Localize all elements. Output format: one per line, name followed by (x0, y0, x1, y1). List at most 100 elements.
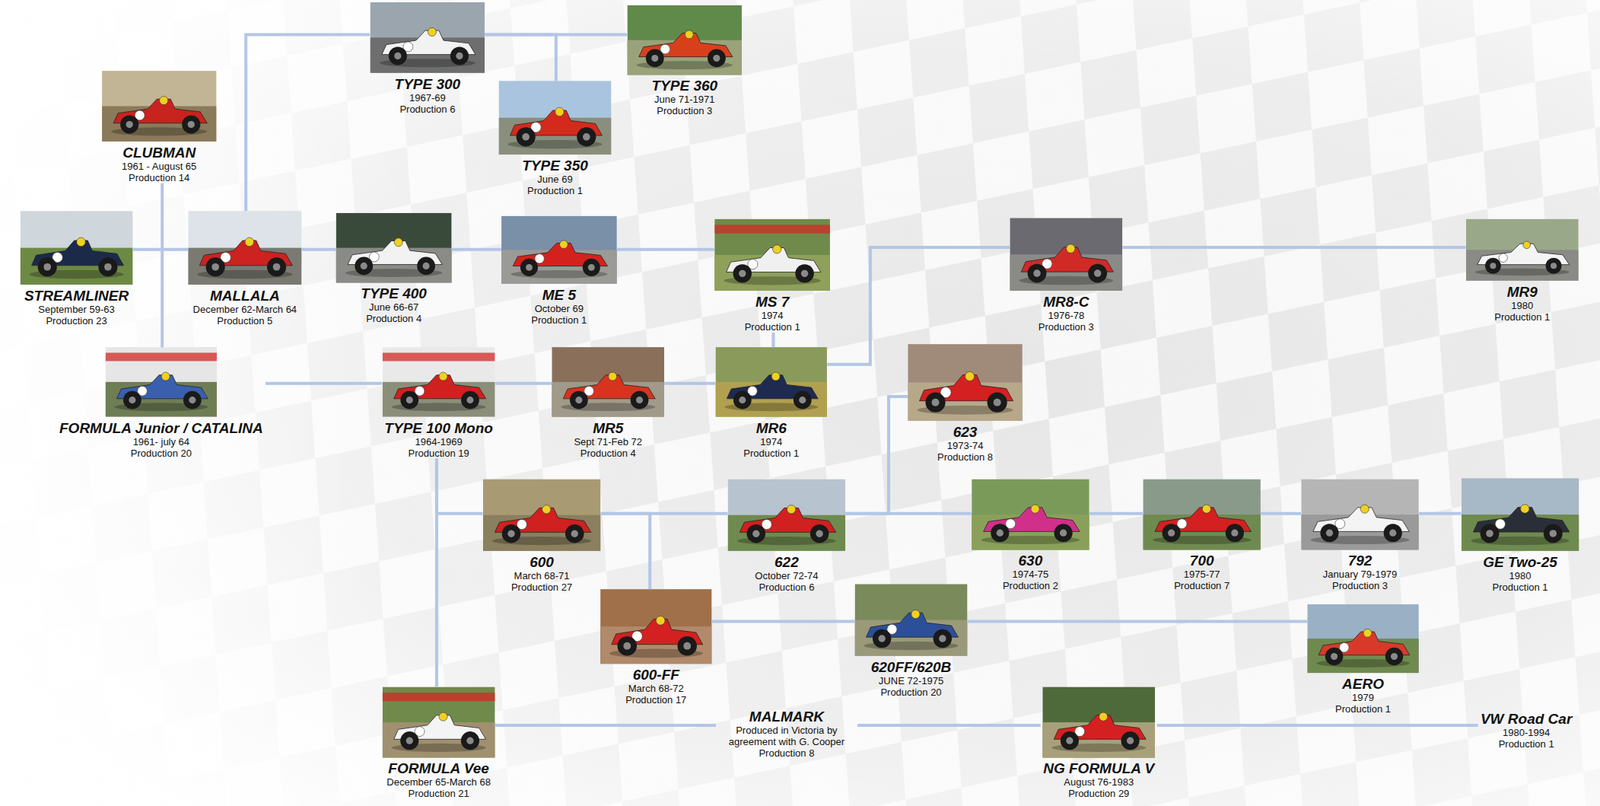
wheel-hub (187, 120, 195, 128)
wheel-hub (1126, 737, 1134, 745)
lineage-line (771, 332, 775, 347)
driver-helmet (684, 30, 694, 39)
wheel-hub (1059, 529, 1067, 537)
driver-helmet (1363, 628, 1372, 637)
lineage-line (1122, 245, 1466, 249)
number-roundel (534, 254, 544, 264)
car-node: TYPE 350June 69Production 1 (499, 80, 612, 197)
car-years: 1973-74 (907, 439, 1023, 452)
wheel-hub (394, 52, 401, 60)
driver-helmet (772, 244, 782, 254)
car-name: TYPE 300 (369, 76, 485, 93)
car-wheel (1320, 523, 1339, 542)
car-wheel (38, 257, 58, 277)
wheel-hub (406, 396, 414, 404)
photo-background (370, 2, 485, 74)
car-wheel (933, 629, 952, 648)
car-wheel (565, 524, 584, 543)
car-production: Production 1 (499, 184, 612, 197)
wheel-hub (1094, 269, 1102, 277)
car-wheel (630, 391, 649, 410)
car-name: MALLALA (187, 287, 302, 304)
car-production: Production 20 (855, 686, 968, 698)
car-wheel (98, 257, 118, 277)
car-wheel (1485, 257, 1502, 274)
car-node: FORMULA VeeDecember 65-March 68Productio… (382, 687, 496, 800)
car-name: STREAMLINER (20, 287, 134, 304)
wheel-hub (932, 398, 940, 407)
car-node: MR5Sept 71-Feb 72Production 4 (551, 346, 665, 459)
wheel-hub (188, 396, 196, 404)
car-node: MALLALADecember 62-March 64Production 5 (187, 210, 302, 327)
car-node: MS 71974Production 1 (714, 219, 831, 333)
wheel-hub (43, 263, 51, 271)
car-node: MR61974Production 1 (715, 346, 828, 459)
lineage-line (845, 396, 908, 514)
car-years: October 72-74 (727, 569, 846, 582)
car-wheel (795, 264, 814, 283)
car-wheel (872, 629, 891, 648)
wheel-hub (1489, 262, 1496, 269)
wheel-hub (1330, 652, 1338, 660)
car-node: AERO1979Production 1 (1307, 604, 1419, 715)
car-years: June 66-67 (336, 301, 452, 313)
car-wheel (582, 258, 601, 277)
wheel-hub (360, 262, 368, 270)
lineage-line (1418, 512, 1462, 516)
photo-background (20, 210, 134, 285)
driver-helmet (608, 372, 618, 381)
car-wheel (747, 524, 766, 543)
car-name: 620FF/620B (855, 658, 968, 675)
car-wheel (450, 46, 469, 65)
car-photo (187, 210, 302, 285)
car-wheel (1383, 523, 1403, 542)
wheel-hub (211, 263, 220, 271)
car-production: Production 1 (1307, 702, 1419, 715)
car-name: MR8-C (1009, 293, 1123, 310)
driver-helmet (394, 238, 403, 247)
photo-background (855, 584, 968, 656)
car-wheel (416, 257, 436, 276)
car-production: Production 8 (715, 747, 858, 759)
photo-background (501, 216, 618, 284)
wheel-hub (1326, 529, 1333, 537)
photo-background (105, 346, 217, 417)
car-name: 630 (971, 552, 1090, 569)
car-name: MR9 (1466, 283, 1579, 300)
car-wheel (1480, 524, 1500, 544)
car-years: March 68-71 (483, 569, 602, 582)
car-photo (1043, 687, 1156, 758)
photo-background (382, 346, 496, 417)
car-production: Production 1 (714, 321, 831, 333)
lineage-line (664, 381, 716, 385)
wheel-hub (466, 737, 474, 745)
wheel-hub (126, 120, 134, 128)
photo-background (600, 588, 712, 664)
car-wheel (677, 636, 697, 656)
wheel-hub (623, 642, 631, 650)
car-years: 1964-1969 (381, 435, 496, 448)
car-wheel (990, 523, 1009, 542)
car-wheel (617, 636, 637, 656)
car-wheel (400, 391, 419, 410)
car-years: 1975-77 (1142, 568, 1261, 580)
car-production: Production 2 (971, 579, 1090, 592)
driver-helmet (771, 372, 780, 381)
car-photo (20, 210, 134, 285)
photo-banner (105, 352, 217, 361)
wheel-hub (521, 133, 530, 141)
lineage-line (160, 183, 164, 347)
car-years: JUNE 72-1975 (855, 674, 968, 687)
car-photo (855, 584, 968, 656)
photo-background (728, 479, 846, 551)
car-node: ME 5October 69Production 1 (501, 216, 618, 326)
car-production: Production 4 (551, 447, 665, 459)
lineage-line (495, 723, 716, 727)
driver-helmet (438, 372, 448, 381)
car-photo (600, 588, 712, 664)
driver-helmet (1030, 504, 1040, 513)
wheel-hub (575, 396, 583, 404)
lineage-line (1260, 512, 1301, 516)
car-wheel (267, 257, 287, 277)
car-name: NG FORMULA V (1040, 760, 1158, 777)
